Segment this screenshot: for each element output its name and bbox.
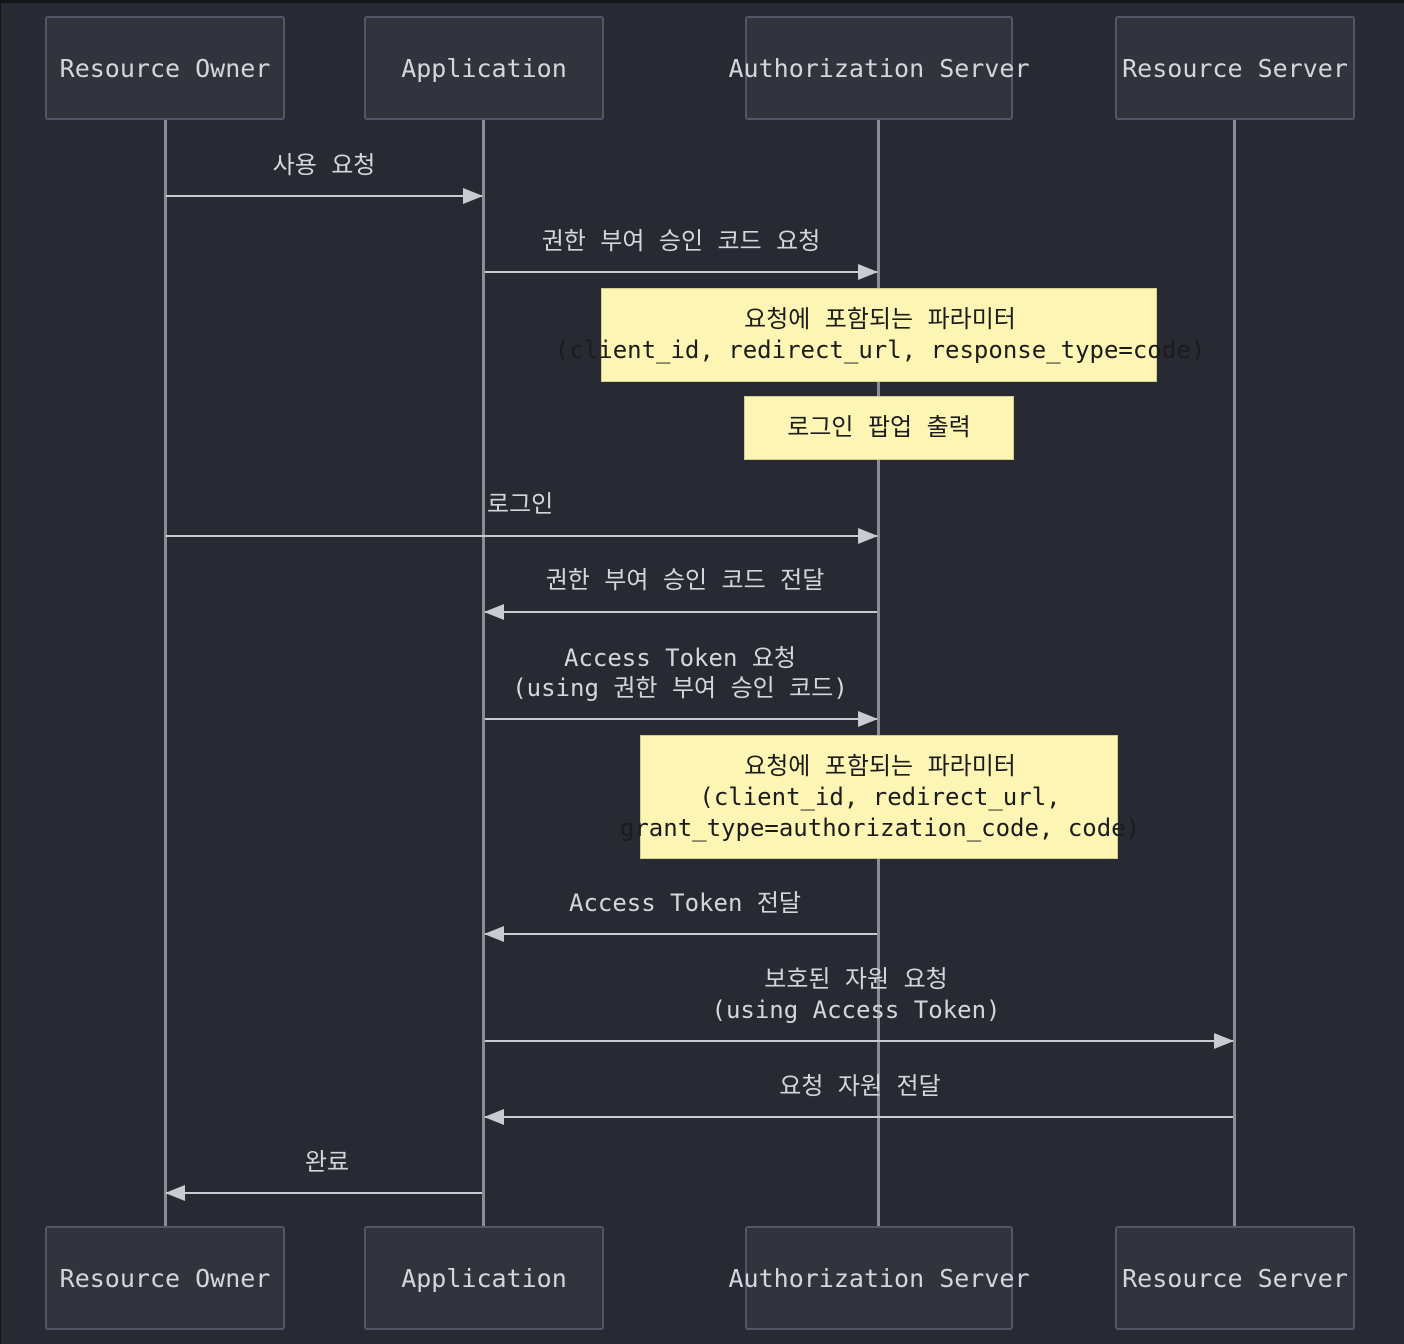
lifeline-resource-owner [164, 120, 167, 1228]
message-label-login: 로그인 [487, 490, 554, 518]
note-login-popup [744, 396, 1014, 460]
message-label-auth-code-delivery: 권한 부여 승인 코드 전달 [545, 566, 825, 594]
lifeline-resource-server [1233, 120, 1236, 1228]
actor-application-bottom: Application [364, 1226, 604, 1330]
actor-label: Resource Server [1122, 53, 1348, 83]
message-label-protected-request-line2: (using Access Token) [711, 996, 1001, 1024]
message-label-token-request-line2: (using 권한 부여 승인 코드) [512, 674, 848, 702]
actor-label: Resource Owner [59, 53, 271, 83]
actor-authorization-server-top: Authorization Server [728, 16, 1030, 120]
message-label-resource-delivery: 요청 자원 전달 [779, 1072, 941, 1100]
message-label-token-request-line1: Access Token 요청 [564, 644, 796, 672]
message-label-use-request: 사용 요청 [272, 151, 376, 179]
actor-label: Authorization Server [728, 1263, 1030, 1293]
note-auth-request-params-line1: 요청에 포함되는 파라미터 [744, 305, 1016, 333]
note-token-request-params [640, 735, 1118, 859]
note-token-request-params-line3: grant_type=authorization_code, code) [619, 814, 1141, 842]
actor-label: Resource Server [1122, 1263, 1348, 1293]
note-auth-request-params-line2: (client_id, redirect_url, response_type=… [554, 336, 1206, 364]
note-token-request-params-line1: 요청에 포함되는 파라미터 [744, 752, 1016, 780]
note-token-request-params-line2: (client_id, redirect_url, [699, 783, 1061, 811]
note-auth-request-params [601, 288, 1157, 382]
message-label-token-delivery: Access Token 전달 [569, 889, 801, 917]
note-login-popup-text: 로그인 팝업 출력 [787, 413, 971, 441]
actor-authorization-server-bottom: Authorization Server [728, 1226, 1030, 1330]
actor-label: Application [401, 53, 567, 83]
actor-resource-server-bottom: Resource Server [1115, 1226, 1355, 1330]
lifeline-application [482, 120, 485, 1228]
message-label-auth-code-request: 권한 부여 승인 코드 요청 [541, 227, 821, 255]
actor-resource-server-top: Resource Server [1115, 16, 1355, 120]
lifeline-authorization-server [877, 120, 880, 1228]
actor-label: Authorization Server [728, 53, 1030, 83]
message-label-complete: 완료 [304, 1148, 350, 1176]
actor-label: Application [401, 1263, 567, 1293]
actor-resource-owner-top: Resource Owner [45, 16, 285, 120]
actor-application-top: Application [364, 16, 604, 120]
actor-resource-owner-bottom: Resource Owner [45, 1226, 285, 1330]
message-label-protected-request-line1: 보호된 자원 요청 [764, 965, 948, 993]
actor-label: Resource Owner [59, 1263, 271, 1293]
